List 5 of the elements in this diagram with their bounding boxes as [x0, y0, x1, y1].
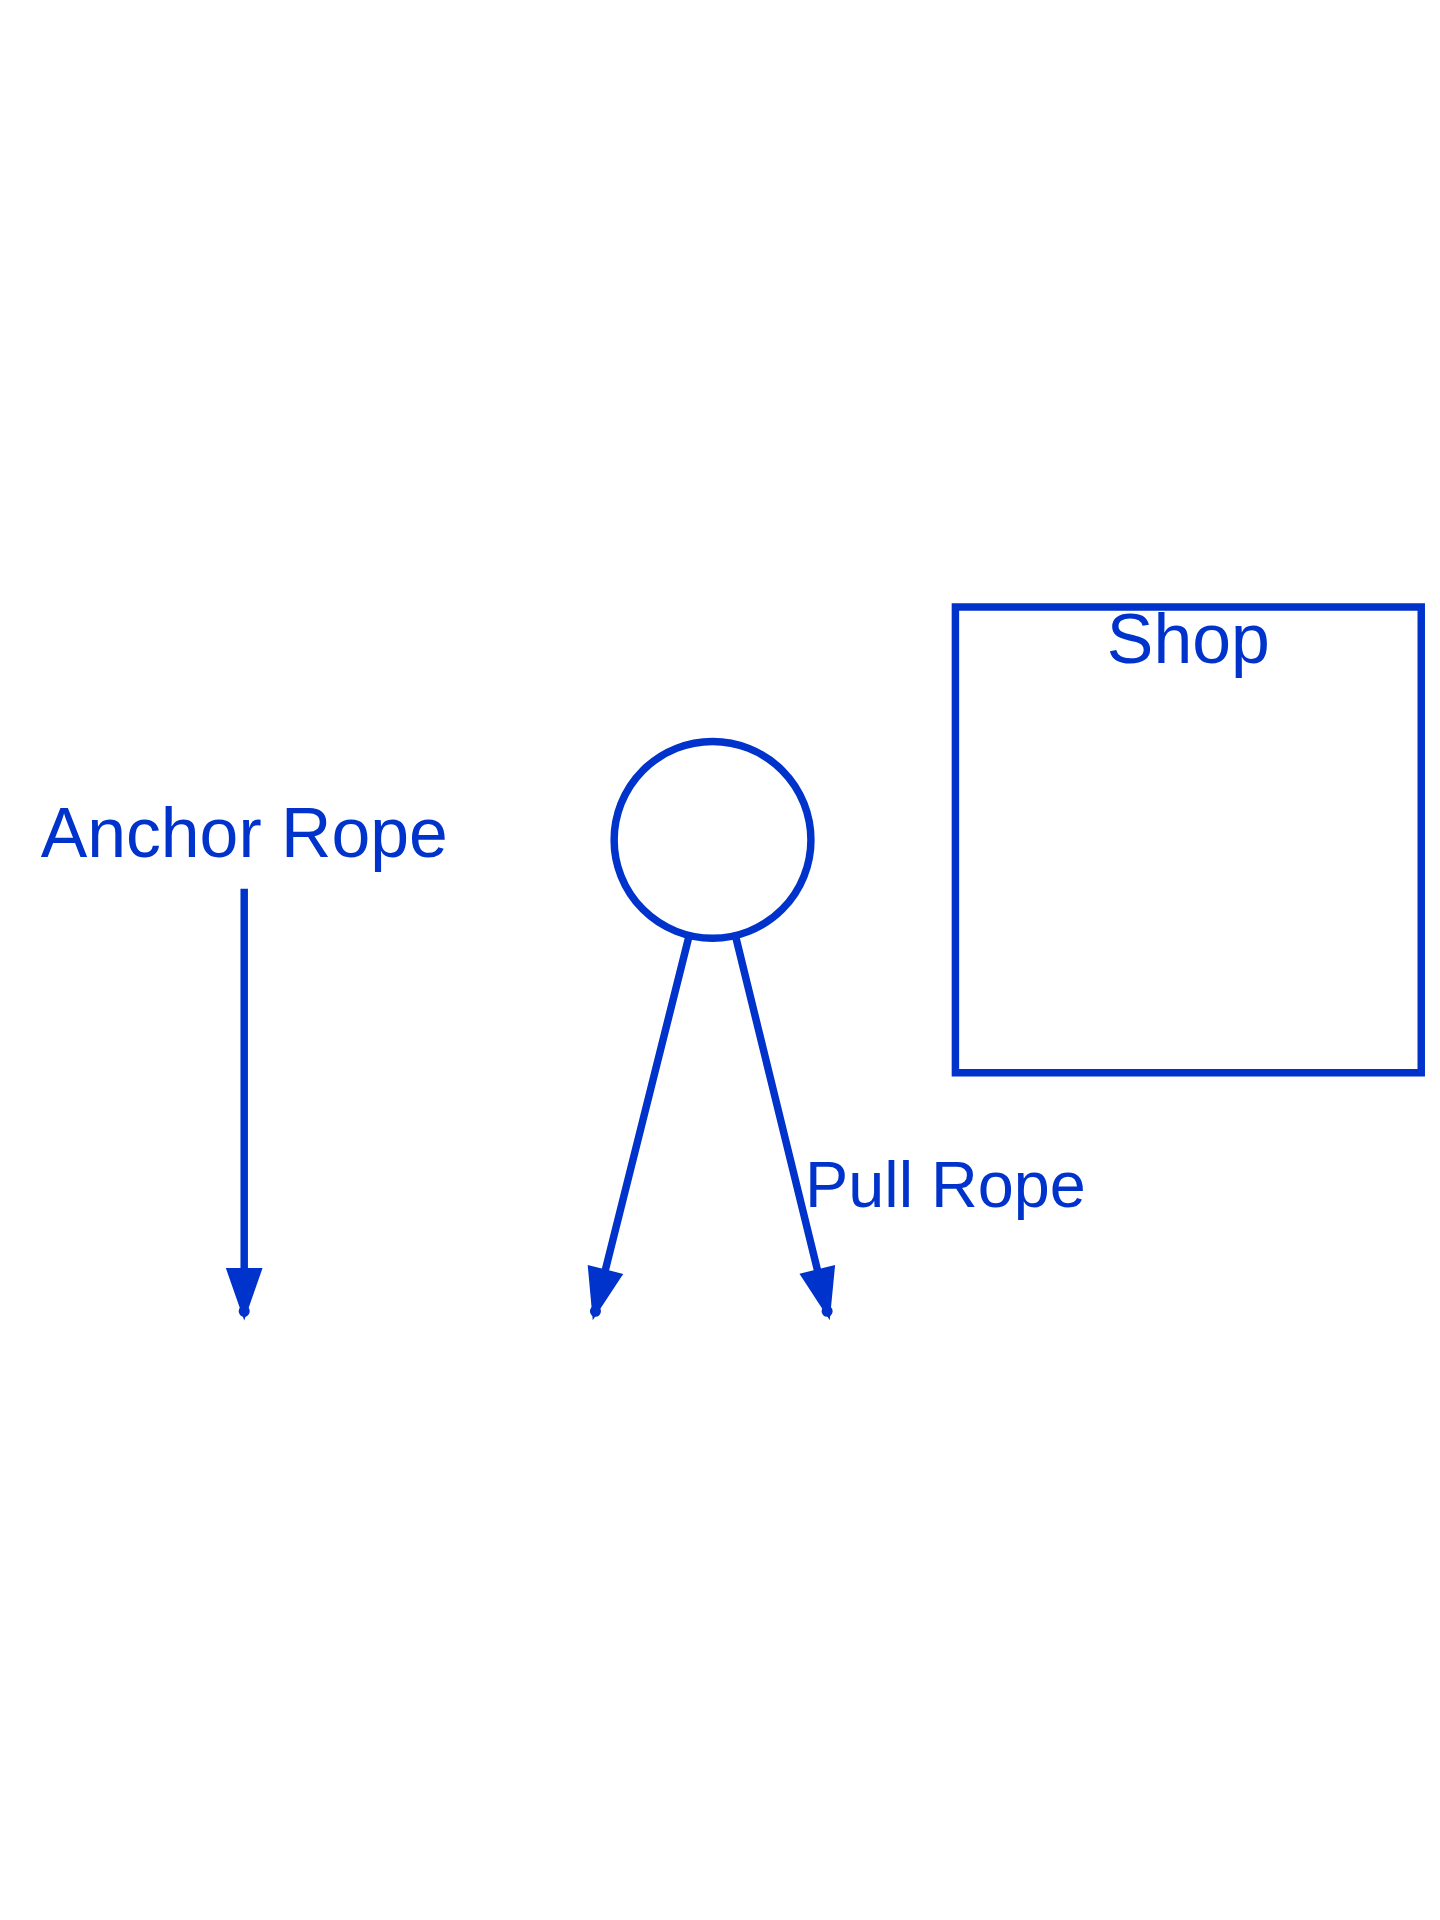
node-circle — [610, 737, 815, 942]
node-box: Shop — [951, 603, 1425, 1077]
edge-label: Pull Rope — [805, 1147, 1086, 1221]
node-text: Anchor Rope — [40, 794, 448, 873]
arrow — [225, 888, 263, 1321]
